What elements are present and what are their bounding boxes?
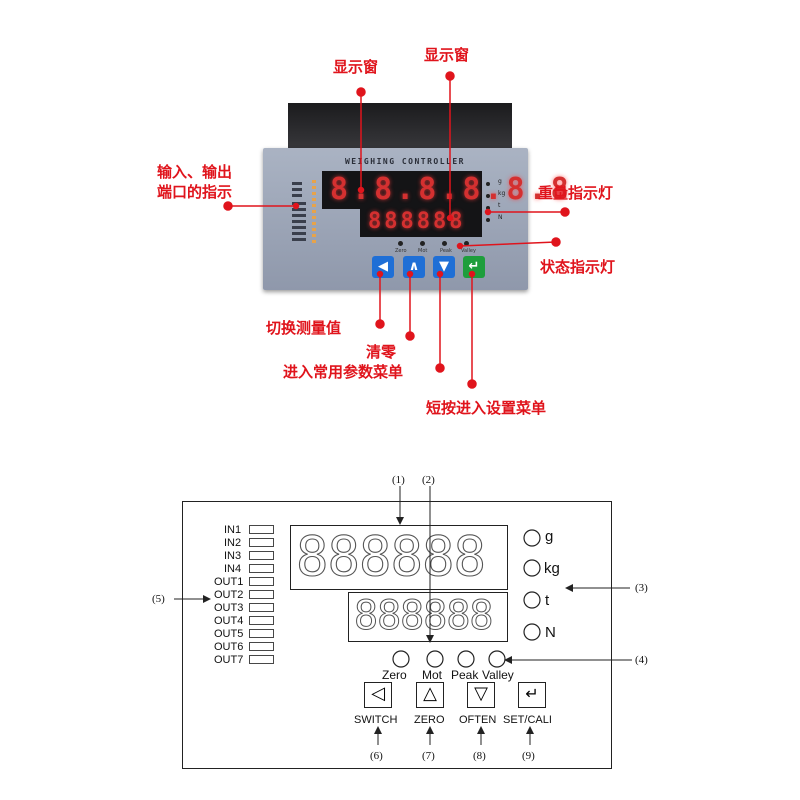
bottom-display-window [360, 209, 482, 237]
callout-common-menu: 进入常用参数菜单 [283, 363, 404, 381]
io-label: OUT2 [214, 589, 244, 601]
often-label: OFTEN [459, 714, 497, 726]
unit-t: t [545, 592, 550, 609]
photo-callout-lines [223, 71, 570, 389]
controller-housing [288, 103, 512, 153]
controller-photo: WEIGHING CONTROLLER 8.8.8.8.8.8 888888 g… [157, 46, 616, 417]
callout-number-7: (7) [422, 750, 435, 762]
unit-indicator-circles [523, 529, 541, 641]
panel-title: WEIGHING CONTROLLER [344, 157, 465, 166]
callout-number-5: (5) [152, 593, 165, 605]
io-indicator-strip [292, 182, 310, 242]
status-led-row: Zero Mot Peak Valley [395, 241, 488, 255]
io-label: OUT3 [214, 602, 244, 614]
callout-number-1: (1) [392, 474, 405, 486]
io-label: OUT4 [214, 615, 244, 627]
io-led-box-outlines [249, 525, 274, 664]
io-led-boxes [249, 526, 273, 667]
schematic-frame [182, 501, 612, 769]
callout-status-indicator: 状态指示灯 [540, 258, 616, 276]
status-valley: Valley [482, 668, 514, 682]
callout-weight-indicator: 重量指示灯 [538, 184, 614, 202]
callout-number-8: (8) [473, 750, 486, 762]
status-peak: Peak [451, 668, 479, 682]
callout-zero-clear: 清零 [366, 343, 397, 361]
schematic-top-digits: 888888 [295, 525, 486, 588]
status-mot: Mot [422, 668, 443, 682]
unit-g: g [545, 528, 554, 545]
callout-number-2: (2) [422, 474, 435, 486]
set-cali-button[interactable]: ↵ [518, 682, 546, 708]
set-key[interactable]: ↵ [463, 256, 485, 278]
set-cali-label: SET/CALI [503, 714, 552, 726]
io-label: IN4 [224, 563, 242, 575]
io-led-column [312, 180, 316, 244]
io-label: IN1 [224, 524, 242, 536]
callout-number-6: (6) [370, 750, 383, 762]
io-label: IN2 [224, 537, 242, 549]
callout-io-ports-1: 输入、输出 [157, 163, 233, 181]
unit-led-column: g kg t N [486, 178, 510, 232]
switch-button[interactable]: ◁ [364, 682, 392, 708]
callout-number-3: (3) [635, 582, 648, 594]
bottom-display-digits: 888888 [368, 209, 466, 234]
unit-n: N [545, 624, 556, 641]
io-label: OUT7 [214, 654, 244, 666]
zero-button[interactable]: △ [416, 682, 444, 708]
callout-number-4: (4) [635, 654, 648, 666]
switch-label: SWITCH [354, 714, 398, 726]
zero-label: ZERO [414, 714, 445, 726]
unit-kg: kg [544, 560, 560, 577]
status-zero: Zero [382, 668, 407, 682]
status-indicator-circles [392, 650, 506, 668]
callout-io-ports-2: 端口的指示 [157, 183, 233, 201]
callout-switch-value: 切换测量值 [266, 319, 342, 337]
io-label: OUT5 [214, 628, 244, 640]
callout-display-window-2: 显示窗 [424, 46, 470, 64]
callout-number-9: (9) [522, 750, 535, 762]
often-button[interactable]: ▽ [467, 682, 495, 708]
callout-display-window-1: 显示窗 [333, 58, 379, 76]
callout-setting-menu: 短按进入设置菜单 [426, 399, 547, 417]
top-display-window [322, 171, 482, 209]
schematic-callout-arrows [174, 486, 632, 745]
schematic-diagram: IN1 IN2 IN3 IN4 OUT1 OUT2 OUT3 OUT4 OUT5… [0, 430, 800, 800]
io-label: IN3 [224, 550, 242, 562]
io-label: OUT1 [214, 576, 244, 588]
io-label-column: IN1 IN2 IN3 IN4 OUT1 OUT2 OUT3 OUT4 OUT5… [214, 524, 284, 669]
schematic-bottom-digits: 888888 [354, 593, 494, 640]
schematic-top-display [290, 525, 508, 590]
io-label: OUT6 [214, 641, 244, 653]
